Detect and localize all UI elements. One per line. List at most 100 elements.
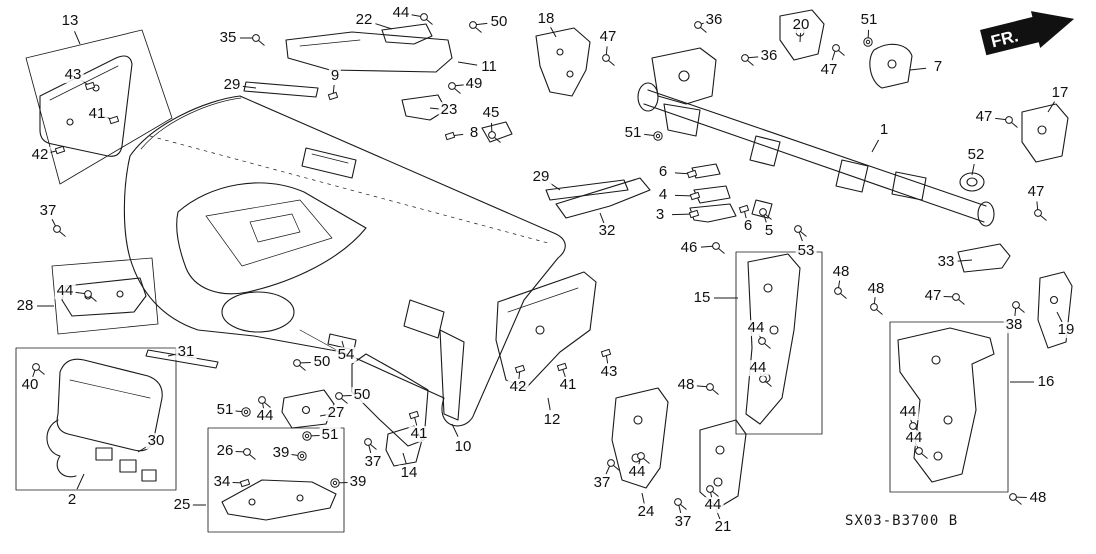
callout-14: 14: [398, 464, 420, 482]
callout-47: 47: [1025, 183, 1047, 201]
callout-13: 13: [59, 12, 81, 30]
fr-arrow-icon: FR.: [980, 11, 1075, 56]
callout-30: 30: [145, 432, 167, 450]
bolt-glyph: [84, 290, 97, 302]
lower-bracket-art: [611, 387, 747, 509]
clip-glyph: [54, 145, 66, 155]
callout-45: 45: [480, 104, 502, 122]
fr-direction-badge: FR.: [978, 2, 1082, 63]
callout-44: 44: [745, 319, 767, 337]
callout-50: 50: [351, 386, 373, 404]
callout-33: 33: [935, 253, 957, 271]
callout-36: 36: [703, 11, 725, 29]
callout-41: 41: [408, 425, 430, 443]
callout-44: 44: [897, 403, 919, 421]
callout-37: 37: [37, 202, 59, 220]
callout-9: 9: [328, 67, 342, 85]
bolt-glyph: [602, 54, 615, 66]
callout-19: 19: [1055, 321, 1077, 339]
callout-47: 47: [818, 61, 840, 79]
callout-44: 44: [747, 359, 769, 377]
callout-20: 20: [790, 16, 812, 34]
callout-50: 50: [488, 13, 510, 31]
clip-glyph: [600, 348, 612, 358]
callout-4: 4: [656, 186, 670, 204]
bolt-glyph: [607, 459, 620, 471]
callout-54: 54: [335, 346, 357, 364]
bolt-glyph: [258, 396, 271, 408]
callout-7: 7: [931, 58, 945, 76]
callout-44: 44: [702, 496, 724, 514]
callout-29: 29: [530, 168, 552, 186]
callout-53: 53: [795, 242, 817, 260]
bolt-glyph: [293, 359, 306, 371]
insulator-panel-art: [243, 23, 453, 121]
callout-18: 18: [535, 10, 557, 28]
callout-35: 35: [217, 29, 239, 47]
callout-24: 24: [635, 503, 657, 521]
callout-32: 32: [596, 222, 618, 240]
bolt-glyph: [706, 383, 719, 395]
bolt-glyph: [759, 208, 772, 220]
column-bracket-art: [481, 27, 591, 143]
callout-44: 44: [54, 282, 76, 300]
callout-37: 37: [672, 513, 694, 531]
callout-16: 16: [1035, 373, 1057, 391]
clip-glyph: [327, 91, 339, 101]
clip-glyph: [84, 81, 96, 91]
nut-glyph: [863, 37, 873, 47]
callout-37: 37: [591, 474, 613, 492]
callout-44: 44: [626, 463, 648, 481]
side-garnish-art: [39, 55, 133, 157]
bolt-glyph: [243, 448, 256, 460]
callout-42: 42: [29, 146, 51, 164]
clip-glyph: [444, 131, 456, 141]
callout-48: 48: [830, 263, 852, 281]
nut-glyph: [653, 131, 663, 141]
callout-6: 6: [656, 163, 670, 181]
callout-48: 48: [865, 280, 887, 298]
bolt-glyph: [1012, 301, 1025, 313]
callout-25: 25: [171, 496, 193, 514]
bolt-glyph: [488, 131, 501, 143]
nut-glyph: [241, 407, 251, 417]
diagram-code: SX03-B3700 B: [845, 513, 959, 529]
bolt-glyph: [741, 54, 754, 66]
clip-glyph: [738, 204, 750, 214]
bolt-glyph: [694, 21, 707, 33]
callout-39: 39: [270, 444, 292, 462]
bolt-glyph: [420, 13, 433, 25]
callout-12: 12: [541, 411, 563, 429]
callout-46: 46: [678, 239, 700, 257]
bolt-glyph: [252, 34, 265, 46]
bolt-glyph: [794, 225, 807, 237]
callout-38: 38: [1003, 316, 1025, 334]
callout-6: 6: [741, 217, 755, 235]
bolt-glyph: [637, 452, 650, 464]
callout-39: 39: [347, 473, 369, 491]
nut-glyph: [302, 431, 312, 441]
callout-40: 40: [19, 376, 41, 394]
callout-3: 3: [653, 206, 667, 224]
callout-51: 51: [622, 124, 644, 142]
callout-51: 51: [858, 11, 880, 29]
clip-glyph: [514, 364, 526, 374]
bolt-glyph: [1034, 209, 1047, 221]
bolt-glyph: [834, 287, 847, 299]
bolt-glyph: [952, 293, 965, 305]
clip-glyph: [689, 191, 701, 201]
bolt-glyph: [758, 337, 771, 349]
callout-47: 47: [922, 287, 944, 305]
clip-glyph: [239, 478, 251, 488]
instrument-panel-art: [123, 95, 566, 427]
clip-glyph: [686, 169, 698, 179]
callout-23: 23: [438, 101, 460, 119]
bolt-glyph: [1009, 493, 1022, 505]
callout-27: 27: [325, 404, 347, 422]
clip-glyph: [556, 362, 568, 372]
callout-44: 44: [903, 429, 925, 447]
steering-beam-art: [545, 47, 995, 227]
